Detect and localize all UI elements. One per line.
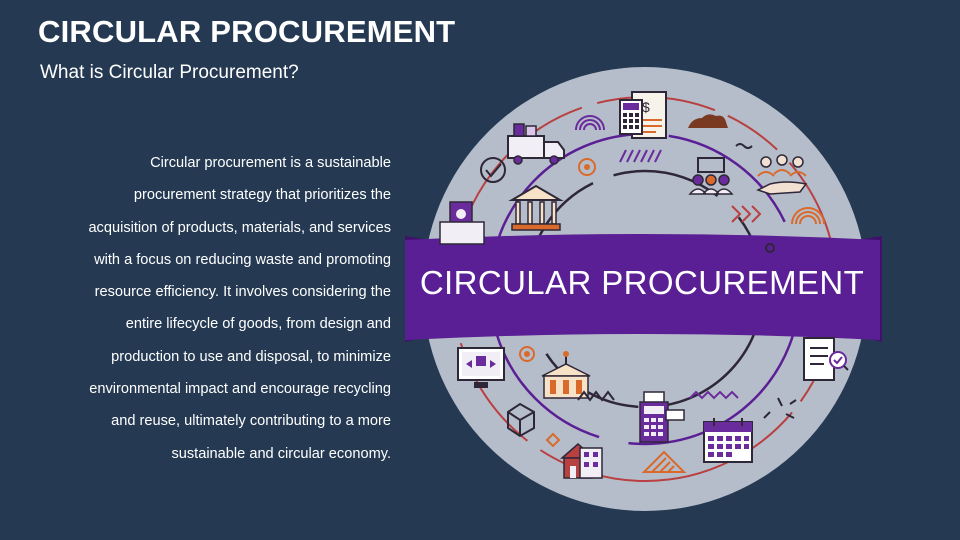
zigzag-icon — [577, 390, 615, 402]
cash-machine-icon — [439, 201, 485, 245]
house-icon — [560, 443, 603, 479]
description-line: with a focus on reducing waste and promo… — [94, 251, 391, 268]
hatch-lines — [619, 149, 662, 163]
description-line: resource efficiency. It involves conside… — [94, 284, 391, 301]
banner — [405, 234, 880, 340]
calculator-icon — [619, 99, 643, 135]
concentric-arcs-icon — [791, 207, 825, 225]
svg-text:$: $ — [642, 99, 650, 115]
slide-title: CIRCULAR PROCUREMENT — [38, 14, 456, 49]
arrows-icon — [731, 205, 762, 223]
description-line: environmental impact and encourage recyc… — [89, 381, 391, 398]
description-paragraph: Circular procurement is a sustainable pr… — [40, 147, 391, 470]
team-meeting-icon — [688, 157, 734, 195]
description-line: production to use and disposal, to minim… — [111, 348, 391, 365]
hand-people-icon — [756, 154, 808, 195]
checkmark-circle-icon — [480, 157, 506, 183]
zigzag-icon — [689, 390, 739, 400]
description-line: procurement strategy that prioritizes th… — [133, 187, 391, 204]
triangle-icon — [641, 450, 687, 473]
checklist-icon — [803, 337, 849, 381]
payment-terminal-icon — [639, 391, 685, 443]
target-icon — [578, 158, 596, 176]
delivery-truck-icon — [507, 123, 565, 165]
dirt-pile-icon — [688, 114, 728, 128]
small-circle — [765, 243, 775, 253]
calendar-icon — [703, 418, 753, 463]
computer-monitor-icon — [457, 347, 505, 388]
cube-icon — [507, 402, 535, 438]
description-line: and reuse, ultimately contributing to a … — [111, 413, 391, 430]
auction-building-icon — [541, 351, 591, 399]
slide-subtitle: What is Circular Procurement? — [40, 62, 299, 83]
sparkle-icon — [763, 397, 797, 419]
description-line: sustainable and circular economy. — [171, 445, 391, 462]
target-icon — [519, 346, 535, 362]
description-line: entire lifecycle of goods, from design a… — [125, 316, 391, 333]
banner-label: CIRCULAR PROCUREMENT — [419, 264, 865, 301]
bank-icon — [508, 184, 564, 231]
wave-icon — [735, 143, 753, 149]
semicircle-arcs-icon — [575, 115, 605, 131]
diamond-icon — [545, 432, 561, 448]
description-line: acquisition of products, materials, and … — [88, 219, 391, 236]
description-line: Circular procurement is a sustainable — [150, 155, 391, 171]
